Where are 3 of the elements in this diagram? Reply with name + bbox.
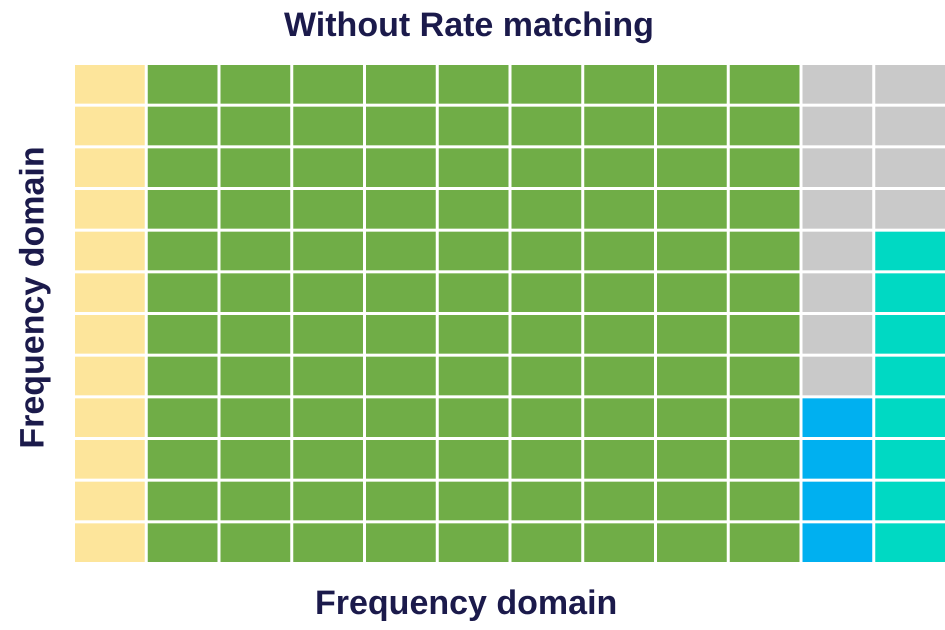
diagram-title: Without Rate matching — [284, 6, 654, 45]
axis-label: Frequency domain — [14, 146, 53, 449]
axis-label: Frequency domain — [315, 584, 618, 623]
